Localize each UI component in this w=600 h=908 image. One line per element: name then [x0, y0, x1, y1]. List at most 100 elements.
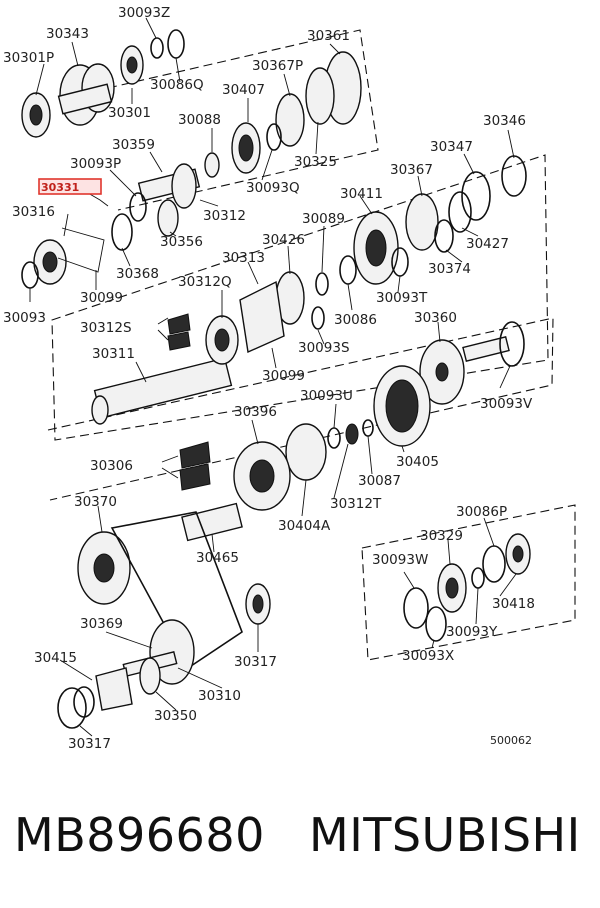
- ring-30347: [461, 171, 491, 221]
- label-30093X: 30093X: [402, 648, 454, 664]
- ring-30093V: [499, 321, 525, 367]
- part-labels: 30093Z 30343 30301P 30086Q 30301 30361 3…: [3, 5, 535, 752]
- brand-name: MITSUBISHI: [309, 808, 581, 862]
- hub-30367P: [275, 93, 305, 147]
- leader-lines: [29, 17, 517, 737]
- label-30367: 30367: [390, 162, 433, 178]
- label-30405: 30405: [396, 454, 439, 470]
- label-30317-upper: 30317: [234, 654, 277, 670]
- main-shaft-30311: [91, 357, 233, 425]
- ring-30093Q: [266, 123, 282, 151]
- label-30361: 30361: [307, 28, 350, 44]
- plate-30099: [57, 227, 105, 273]
- label-30317-lower: 30317: [68, 736, 111, 752]
- label-30312Q: 30312Q: [178, 274, 232, 290]
- plate-30313: [239, 280, 285, 354]
- sprocket-30370: [77, 531, 131, 605]
- bearing-30418: [505, 533, 531, 575]
- snap-ring-30093Z: [150, 37, 164, 59]
- label-30301: 30301: [108, 105, 151, 121]
- bearing-30317-upper: [245, 583, 271, 625]
- carrier-30360: [419, 336, 510, 405]
- label-30356: 30356: [160, 234, 203, 250]
- label-30093V: 30093V: [480, 396, 533, 412]
- ring-30088: [204, 152, 220, 178]
- drawing-number: 500062: [490, 734, 532, 747]
- bearing-30312Q: [205, 315, 239, 365]
- label-30427: 30427: [466, 236, 509, 252]
- label-30411: 30411: [340, 186, 383, 202]
- gear-30356: [157, 199, 179, 237]
- label-30329: 30329: [420, 528, 463, 544]
- label-30350: 30350: [154, 708, 197, 724]
- ring-30093U: [327, 427, 341, 449]
- label-30089: 30089: [302, 211, 345, 227]
- label-30407: 30407: [222, 82, 265, 98]
- label-30086P: 30086P: [456, 504, 507, 520]
- bearing-30306: [179, 441, 211, 491]
- label-30099-lower: 30099: [262, 368, 305, 384]
- ring-30093: [21, 261, 39, 289]
- label-30325: 30325: [294, 154, 337, 170]
- seal-30317-lower: [57, 686, 95, 729]
- label-30415: 30415: [34, 650, 77, 666]
- bearing-30312S: [167, 313, 191, 351]
- exploded-parts-diagram: 30093Z 30343 30301P 30086Q 30301 30361 3…: [3, 5, 576, 752]
- label-30088: 30088: [178, 112, 221, 128]
- highlight-box-30331: [39, 179, 101, 194]
- label-30369: 30369: [80, 616, 123, 632]
- highlight-frame-30331: [38, 178, 102, 195]
- label-30396: 30396: [234, 404, 277, 420]
- label-30368: 30368: [116, 266, 159, 282]
- gear-30361: [305, 51, 362, 125]
- ring-30086Q: [167, 29, 185, 59]
- ring-30086P: [482, 545, 506, 583]
- bearing-30329: [437, 563, 467, 613]
- label-30343: 30343: [46, 26, 89, 42]
- gear-30367: [405, 193, 439, 251]
- ring-30427: [448, 191, 472, 233]
- group-outline-input: [51, 154, 549, 441]
- ring-30093W: [403, 587, 429, 629]
- label-30346: 30346: [483, 113, 526, 129]
- label-30374: 30374: [428, 261, 471, 277]
- label-30087: 30087: [358, 473, 401, 489]
- bearing-30301: [120, 45, 144, 85]
- label-30301P: 30301P: [3, 50, 54, 66]
- ring-30368: [111, 213, 133, 251]
- label-30093: 30093: [3, 310, 46, 326]
- synchro-30407: [231, 122, 261, 174]
- label-30465: 30465: [196, 550, 239, 566]
- shaft-30359: [137, 163, 201, 209]
- group-outline-top: [107, 29, 379, 211]
- label-30316: 30316: [12, 204, 55, 220]
- label-30426: 30426: [262, 232, 305, 248]
- label-30310: 30310: [198, 688, 241, 704]
- part-number: MB896680: [14, 808, 265, 862]
- label-30093P: 30093P: [70, 156, 121, 172]
- label-30404A: 30404A: [278, 518, 331, 534]
- label-30093S: 30093S: [298, 340, 350, 356]
- ring-30089: [315, 272, 329, 296]
- ring-30086: [339, 255, 357, 285]
- label-30093W: 30093W: [372, 552, 428, 568]
- label-30367P: 30367P: [252, 58, 303, 74]
- label-30099-upper: 30099: [80, 290, 123, 306]
- label-30311: 30311: [92, 346, 135, 362]
- ring-30093P: [129, 192, 147, 222]
- group-outline-rear: [361, 504, 576, 661]
- ring-30093X: [425, 606, 447, 642]
- label-30086: 30086: [334, 312, 377, 328]
- drum-30405: [373, 365, 431, 447]
- label-30370: 30370: [74, 494, 117, 510]
- carrier-30404A: [285, 423, 327, 481]
- bearing-30316: [33, 239, 67, 285]
- label-30306: 30306: [90, 458, 133, 474]
- ring-30093Y: [471, 567, 485, 589]
- label-30347: 30347: [430, 139, 473, 155]
- label-30093Y: 30093Y: [446, 624, 498, 640]
- ring-30374: [434, 219, 454, 253]
- label-30418: 30418: [492, 596, 535, 612]
- label-30313: 30313: [222, 250, 265, 266]
- ring-30346: [501, 155, 527, 197]
